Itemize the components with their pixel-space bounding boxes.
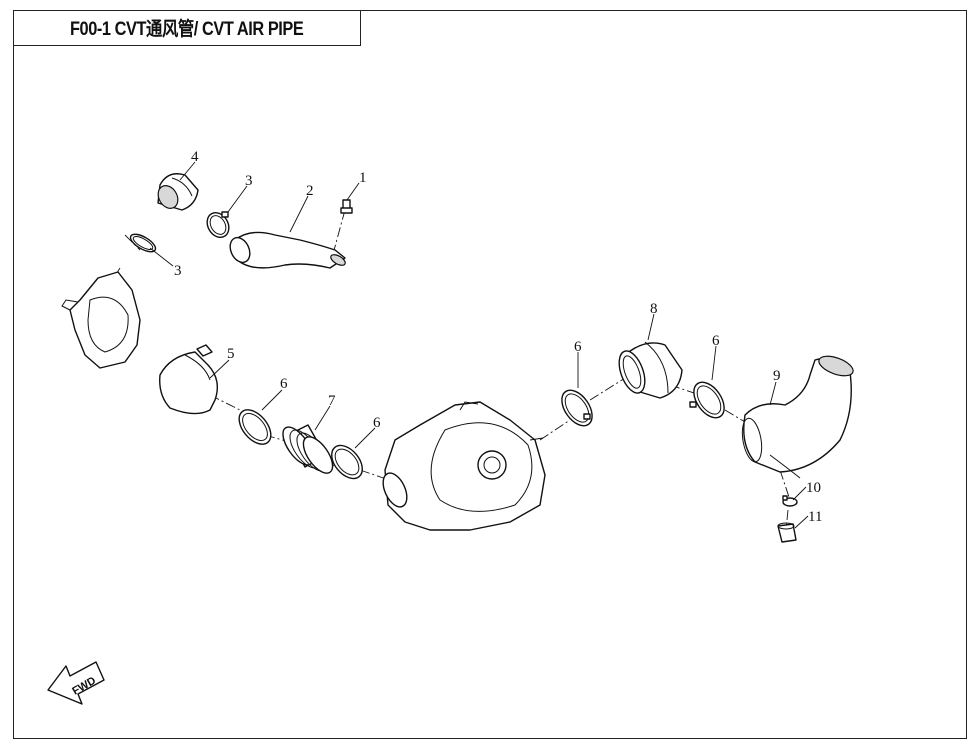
callout-6-d: 6 [712,333,720,349]
part-1-screw [340,199,353,214]
part-4-elbow-connector [157,173,199,211]
part-11-drain-plug [777,522,797,543]
callout-6-c: 6 [574,339,582,355]
part-3-clamp-upper [206,211,230,239]
title-block: F00-1 CVT通风管/ CVT AIR PIPE [13,10,361,46]
fwd-arrow-icon: FWD [47,661,105,705]
part-6-clamp-c [561,389,593,427]
callout-6-a: 6 [280,376,288,392]
callout-3-lower: 3 [174,263,182,279]
part-6-clamp-b [331,444,363,480]
part-2-air-pipe [229,231,346,269]
callout-2: 2 [306,183,314,199]
part-3-clamp-lower [129,233,157,253]
callout-leaders [149,161,809,529]
part-6-clamp-a [238,409,272,445]
part-6-clamp-d [689,381,725,419]
drawing-frame [13,10,967,739]
callout-8: 8 [650,301,658,317]
callout-1: 1 [359,170,367,186]
callout-11: 11 [808,509,822,525]
callout-6-b: 6 [373,415,381,431]
callout-7: 7 [328,393,336,409]
callout-10: 10 [806,480,821,496]
cvt-housing [382,401,546,531]
callout-3-upper: 3 [245,173,253,189]
part-9-intake-duct [741,355,854,479]
callout-9: 9 [773,368,781,384]
callout-5: 5 [227,346,235,362]
page-title: F00-1 CVT通风管/ CVT AIR PIPE [69,19,304,40]
part-5-duct-shroud [159,344,218,415]
part-7-bellows-coupler [282,424,334,474]
part-8-intake-coupler [618,341,683,399]
callout-4: 4 [191,149,199,165]
cvt-cover-left [61,271,141,369]
